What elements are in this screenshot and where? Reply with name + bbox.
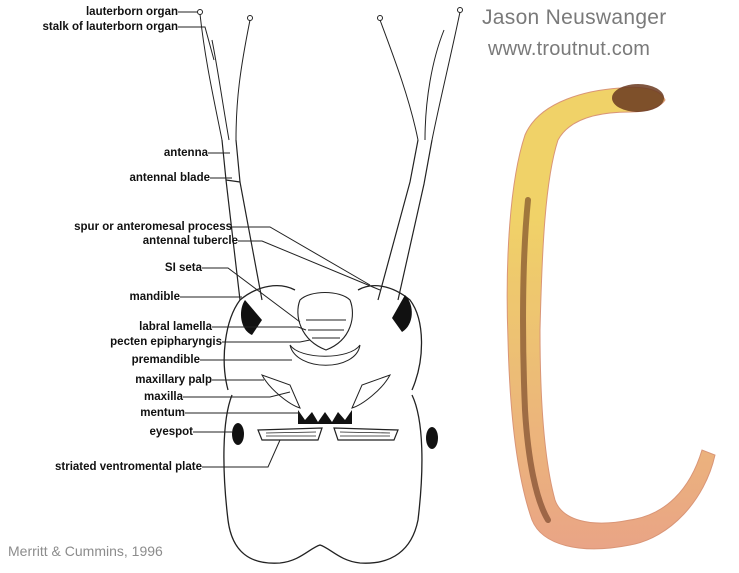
label-text: stalk of lauterborn organ — [43, 21, 178, 34]
label-text: labral lamella — [139, 321, 212, 334]
label-text: SI seta — [165, 262, 202, 275]
label-eyespot: eyespot — [0, 426, 193, 439]
right-antenna — [378, 140, 432, 300]
label-antennal-tubercle: antennal tubercle — [0, 235, 238, 248]
larva-head — [612, 84, 664, 112]
label-text: lauterborn organ — [86, 6, 178, 19]
label-text: spur or anteromesal process — [74, 221, 232, 234]
label-stalk-lauterborn-organ: stalk of lauterborn organ — [0, 21, 178, 34]
label-text: eyespot — [150, 426, 193, 439]
right-eyespot — [426, 427, 438, 449]
label-mentum: mentum — [0, 407, 185, 420]
larva-photo-panel — [470, 0, 739, 573]
larva-photo — [470, 0, 739, 573]
label-spur-anteromesal-process: spur or anteromesal process — [0, 221, 232, 234]
label-text: premandible — [132, 354, 200, 367]
label-text: maxillary palp — [135, 374, 212, 387]
label-text: mentum — [140, 407, 185, 420]
label-text: mandible — [130, 291, 180, 304]
left-mandible — [241, 300, 262, 335]
label-mandible: mandible — [0, 291, 180, 304]
diagram-credit: Merritt & Cummins, 1996 — [8, 543, 163, 559]
label-antennal-blade: antennal blade — [0, 172, 210, 185]
photo-credit-url: www.troutnut.com — [488, 38, 650, 61]
label-maxilla: maxilla — [0, 391, 183, 404]
label-text: antennal tubercle — [143, 235, 238, 248]
label-premandible: premandible — [0, 354, 200, 367]
left-lauterborn-organ — [198, 10, 203, 15]
label-antenna: antenna — [0, 147, 208, 160]
label-text: antenna — [164, 147, 208, 160]
left-ventromental-plate — [258, 428, 322, 440]
larva-body — [507, 87, 715, 549]
left-eyespot — [232, 423, 244, 445]
label-labral-lamella: labral lamella — [0, 321, 212, 334]
label-text: pecten epipharyngis — [110, 336, 222, 349]
label-maxillary-palp: maxillary palp — [0, 374, 212, 387]
right-maxilla — [352, 375, 390, 408]
right-ventromental-plate — [334, 428, 398, 440]
right-mandible — [392, 295, 412, 332]
left-antenna-blade — [226, 180, 240, 182]
left-maxilla — [262, 375, 300, 408]
right-lauterborn-stalks — [380, 12, 460, 140]
label-text: antennal blade — [129, 172, 210, 185]
label-striated-ventromental-plate: striated ventromental plate — [0, 461, 202, 474]
photo-credit-name: Jason Neuswanger — [482, 6, 667, 30]
larva-head-diagram — [0, 0, 470, 573]
label-si-seta: SI seta — [0, 262, 202, 275]
label-text: maxilla — [144, 391, 183, 404]
label-lauterborn-organ: lauterborn organ — [0, 6, 178, 19]
labrum-structures — [298, 293, 353, 351]
mentum — [298, 410, 352, 424]
left-lauterborn-stalks — [200, 14, 250, 140]
premandible — [290, 345, 360, 365]
left-antenna — [222, 140, 262, 300]
label-pecten-epipharyngis: pecten epipharyngis — [0, 336, 222, 349]
label-text: striated ventromental plate — [55, 461, 202, 474]
